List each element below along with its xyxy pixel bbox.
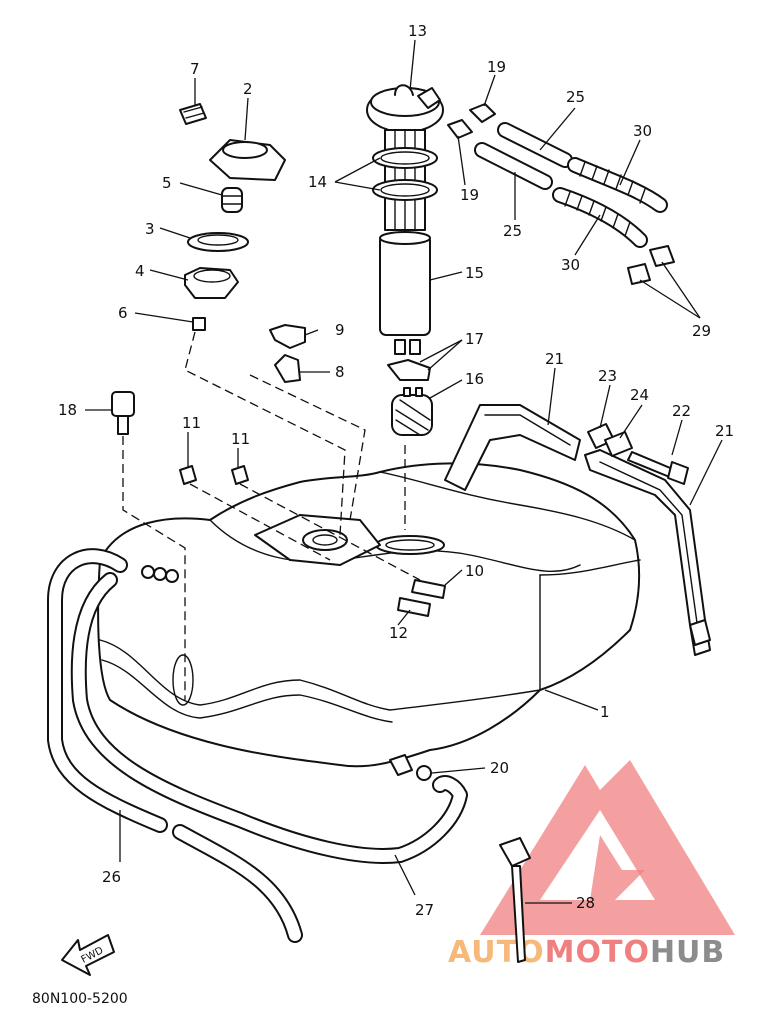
tank-strap-side	[584, 449, 711, 656]
key-28	[499, 837, 531, 963]
breather-hose-27	[70, 572, 468, 864]
forward-direction-arrow: FWD	[61, 934, 115, 976]
fuel-pump-assembly	[366, 84, 444, 355]
leader-lines	[85, 39, 723, 904]
fuel-filter	[391, 387, 433, 436]
callout-16: 16	[465, 370, 484, 388]
bolt-18	[111, 391, 135, 435]
diagram-code: 80N100-5200	[32, 991, 128, 1007]
callout-9: 9	[335, 321, 345, 339]
watermark-brand-auto: AUTO	[448, 935, 545, 970]
collar-24	[604, 431, 633, 457]
bolt-22	[627, 451, 689, 485]
callout-25-lower: 25	[503, 222, 522, 240]
callout-20: 20	[490, 759, 509, 777]
nut-11-right	[231, 465, 249, 485]
callout-11-left: 11	[182, 414, 201, 432]
key-tag	[179, 103, 207, 125]
callout-6: 6	[118, 304, 128, 322]
clamp-29-upper	[649, 245, 675, 267]
watermark-logo-shape	[480, 760, 735, 935]
clamp-29-lower	[627, 263, 651, 285]
bolt-12	[397, 597, 431, 617]
clamp-17	[387, 359, 431, 381]
callout-1: 1	[600, 703, 610, 721]
callout-13: 13	[408, 22, 427, 40]
callout-18: 18	[58, 401, 77, 419]
callout-19-lower: 19	[460, 186, 479, 204]
callout-10: 10	[465, 562, 484, 580]
callout-25-upper: 25	[566, 88, 585, 106]
callout-19-upper: 19	[487, 58, 506, 76]
svg-text:AUTOMOTOHUB: AUTOMOTOHUB	[448, 935, 725, 970]
callout-22: 22	[672, 402, 691, 420]
clamp-19-lower	[447, 119, 473, 139]
callout-3: 3	[145, 220, 155, 238]
clip-6	[192, 317, 206, 331]
part-callouts: 1 2 3 4 5 6 7 8 9 10 11 11 12 13 14 15 1…	[58, 22, 734, 919]
callout-5: 5	[162, 174, 172, 192]
callout-8: 8	[335, 363, 345, 381]
hose-25-upper	[497, 122, 573, 168]
filler-neck	[184, 267, 239, 299]
callout-21-left: 21	[545, 350, 564, 368]
callout-30-upper: 30	[633, 122, 652, 140]
breather-hose-30-lower	[552, 187, 648, 248]
nut-11-left	[179, 465, 197, 485]
clamp-8	[274, 354, 301, 383]
callout-12: 12	[389, 624, 408, 642]
callout-26: 26	[102, 868, 121, 886]
callout-24: 24	[630, 386, 649, 404]
clamp-20	[416, 765, 432, 781]
callout-14: 14	[308, 173, 327, 191]
clamp-19-upper	[469, 103, 496, 123]
callout-2: 2	[243, 80, 253, 98]
cap-gasket	[187, 232, 249, 252]
callout-21-right: 21	[715, 422, 734, 440]
watermark-brand-moto: MOTO	[545, 935, 650, 970]
callout-11-right: 11	[231, 430, 250, 448]
callout-30-lower: 30	[561, 256, 580, 274]
callout-15: 15	[465, 264, 484, 282]
automotohub-watermark: AUTOMOTOHUB	[448, 760, 735, 970]
drain-hose-26	[47, 548, 303, 943]
bolt-10	[411, 579, 446, 599]
hose-25-lower	[474, 142, 553, 190]
breather-hose-30-upper	[567, 157, 668, 213]
watermark-brand-hub: HUB	[650, 935, 725, 970]
cap-spring	[221, 187, 243, 213]
callout-4: 4	[135, 262, 145, 280]
callout-27: 27	[415, 901, 434, 919]
callout-29: 29	[692, 322, 711, 340]
callout-7: 7	[190, 60, 200, 78]
filler-cap	[209, 139, 286, 181]
fuel-tank-body	[97, 462, 641, 776]
callout-17: 17	[465, 330, 484, 348]
callout-23: 23	[598, 367, 617, 385]
tank-strap-rear	[444, 404, 581, 491]
clamp-9	[269, 324, 306, 349]
callout-28: 28	[576, 894, 595, 912]
